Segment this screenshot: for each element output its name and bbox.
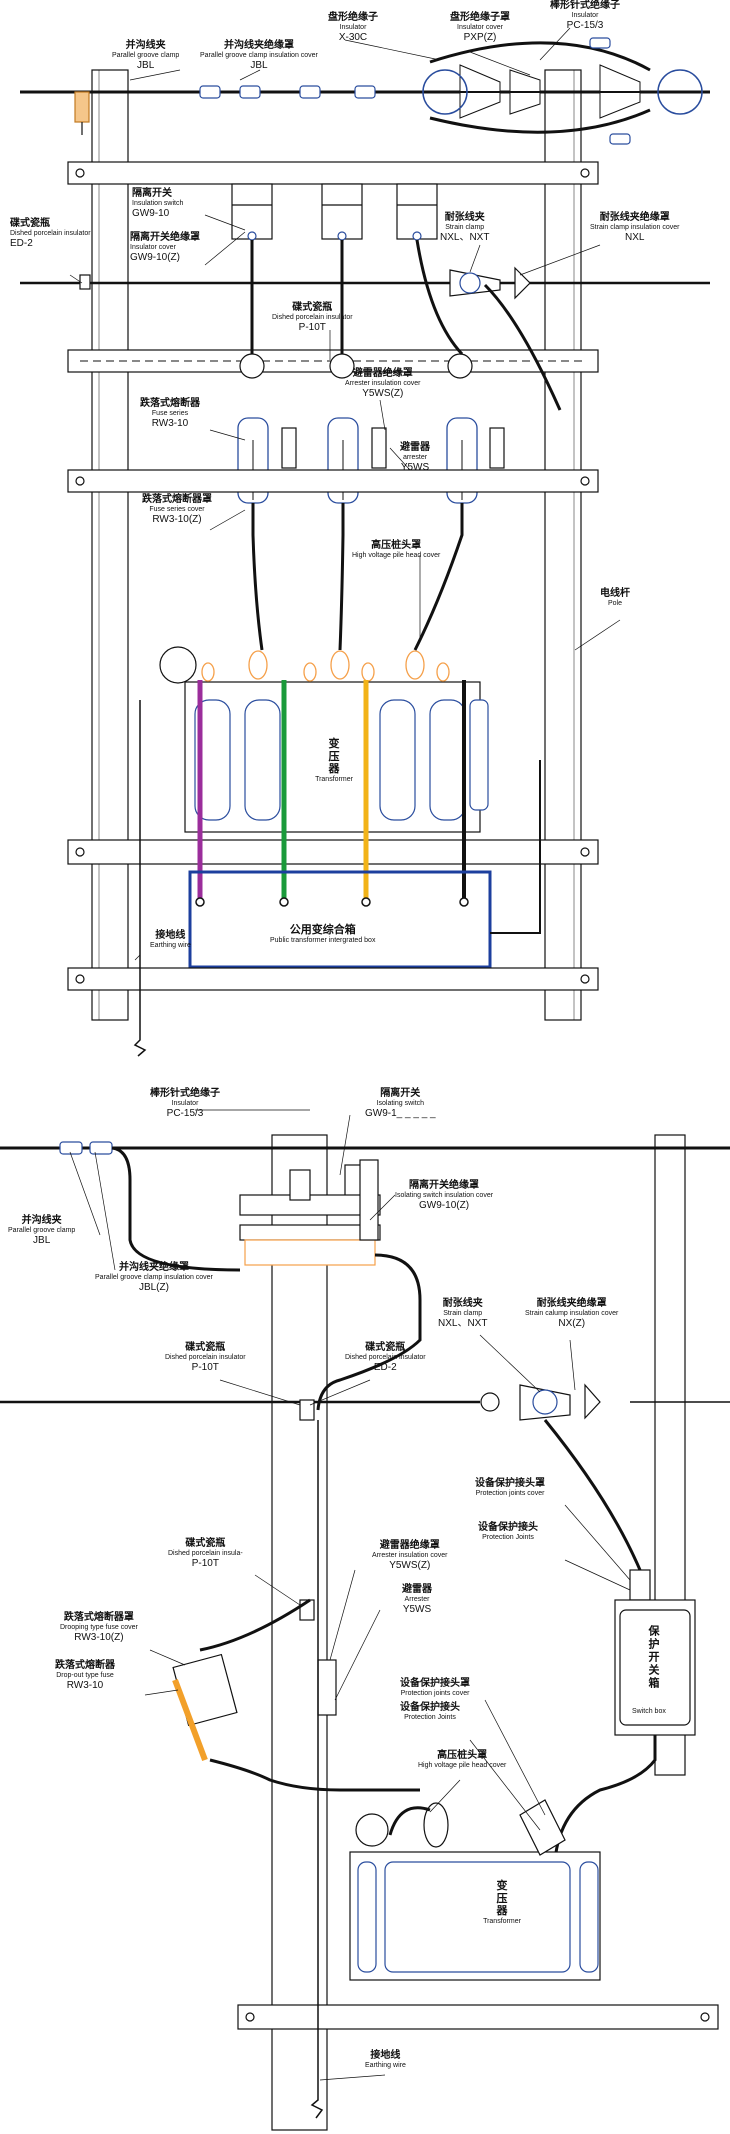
disk-insulator-string <box>422 64 703 119</box>
top-left-cable-termination <box>74 91 90 135</box>
label-switch-box: 保护开关箱 <box>647 1625 659 1690</box>
bottom-crossarm <box>237 2004 719 2030</box>
top-right-pole <box>544 69 582 1021</box>
top-figure <box>20 37 710 1057</box>
arresters <box>281 427 505 469</box>
top-earthing-wire <box>133 700 147 1057</box>
top-left-pole <box>91 69 129 1021</box>
top-transformer <box>159 646 489 833</box>
bottom-transformer <box>349 1799 601 1981</box>
top-crossarm-4 <box>67 839 599 865</box>
parallel-groove-clamps <box>199 37 631 145</box>
public-transformer-box <box>188 870 492 969</box>
isolation-switches <box>231 183 438 241</box>
top-crossarm-3 <box>67 469 599 493</box>
bottom-figure <box>0 27 730 2131</box>
top-crossarm-1 <box>67 161 599 185</box>
bottom-isolation-switch <box>239 1159 381 1266</box>
label-switch-box-en: Switch box <box>632 1708 666 1715</box>
bottom-earthing-wire <box>310 1420 324 2119</box>
bottom-drop-fuse <box>172 1598 311 1762</box>
protection-joint <box>614 1569 696 1736</box>
leader-lines <box>69 27 631 2081</box>
top-crossarm-5 <box>67 967 599 991</box>
strain-clamp <box>449 266 531 300</box>
bottom-strain-clamp <box>480 1383 601 1421</box>
